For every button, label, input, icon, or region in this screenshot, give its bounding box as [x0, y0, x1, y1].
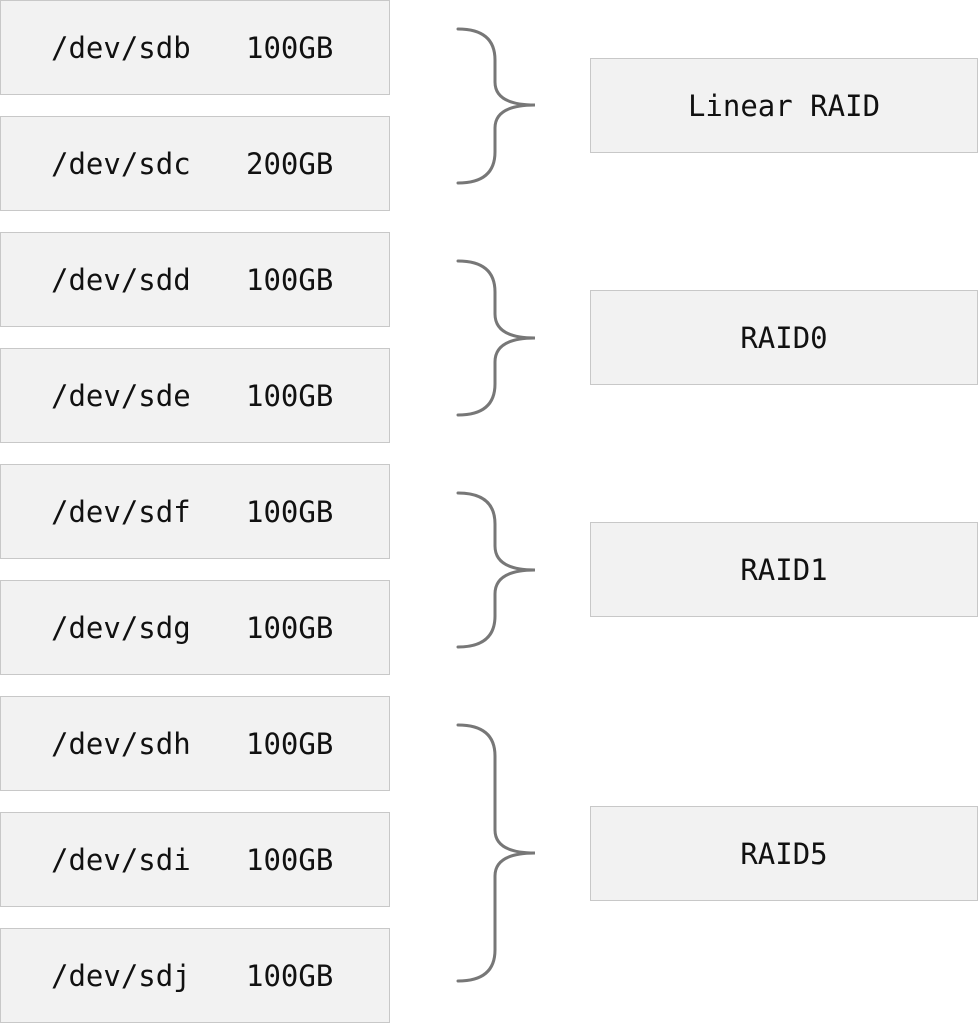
disk-device-name: /dev/sdi	[51, 842, 191, 877]
disk-device-name: /dev/sdd	[51, 262, 191, 297]
disk-size: 100GB	[246, 610, 334, 645]
disk-sdb: /dev/sdb 100GB	[0, 0, 390, 95]
disk-size: 200GB	[246, 146, 334, 181]
disk-device-name: /dev/sdb	[51, 30, 191, 65]
raid-box-raid5: RAID5	[590, 806, 978, 901]
brace-linear-raid	[456, 27, 536, 185]
brace-raid1	[456, 491, 536, 649]
disk-sde: /dev/sde 100GB	[0, 348, 390, 443]
disk-device-name: /dev/sdc	[51, 146, 191, 181]
raid-box-raid0: RAID0	[590, 290, 978, 385]
disk-size: 100GB	[246, 378, 334, 413]
disk-sdd: /dev/sdd 100GB	[0, 232, 390, 327]
disk-sdc: /dev/sdc 200GB	[0, 116, 390, 211]
disk-device-name: /dev/sdf	[51, 494, 191, 529]
disk-size: 100GB	[246, 30, 334, 65]
disk-sdf: /dev/sdf 100GB	[0, 464, 390, 559]
disk-size: 100GB	[246, 958, 334, 993]
disk-device-name: /dev/sdj	[51, 958, 191, 993]
disk-device-name: /dev/sdh	[51, 726, 191, 761]
disk-size: 100GB	[246, 494, 334, 529]
brace-raid5	[456, 723, 536, 983]
disk-sdi: /dev/sdi 100GB	[0, 812, 390, 907]
brace-raid0	[456, 259, 536, 417]
raid-box-linear: Linear RAID	[590, 58, 978, 153]
disk-device-name: /dev/sde	[51, 378, 191, 413]
disk-size: 100GB	[246, 726, 334, 761]
disk-size: 100GB	[246, 262, 334, 297]
disk-sdg: /dev/sdg 100GB	[0, 580, 390, 675]
disk-sdh: /dev/sdh 100GB	[0, 696, 390, 791]
disk-size: 100GB	[246, 842, 334, 877]
disk-device-name: /dev/sdg	[51, 610, 191, 645]
raid-box-raid1: RAID1	[590, 522, 978, 617]
disk-sdj: /dev/sdj 100GB	[0, 928, 390, 1023]
